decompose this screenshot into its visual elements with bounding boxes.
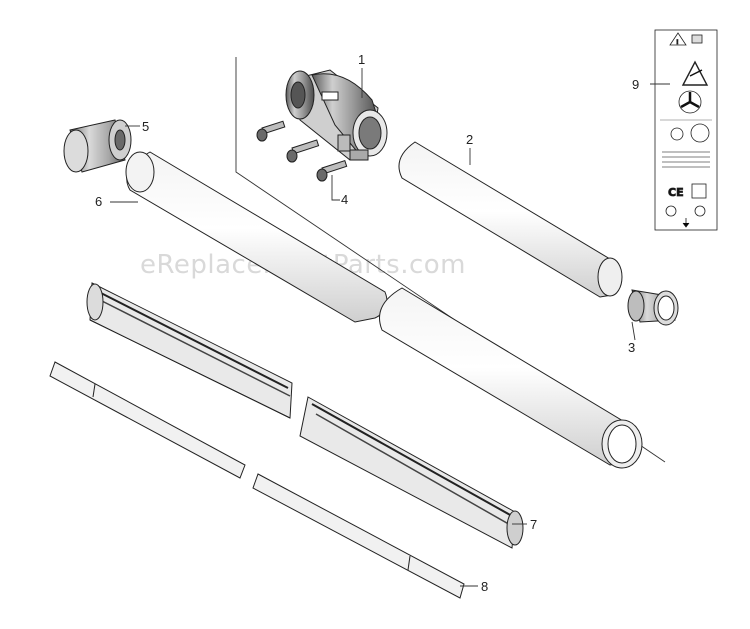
arrow-down-icon [682, 218, 690, 228]
screw-3 [316, 159, 348, 182]
callout-7: 7 [530, 517, 537, 532]
operator-hazard-icon [670, 123, 710, 143]
callout-4: 4 [341, 192, 348, 207]
clamp-housing-part [285, 69, 388, 161]
bushing-part-3 [627, 289, 679, 326]
callout-2: 2 [466, 132, 473, 147]
warning-triangle-icon: ! [669, 32, 687, 46]
callout-6: 6 [95, 194, 102, 209]
callout-8: 8 [481, 579, 488, 594]
channel-liner-part-7-a [86, 282, 293, 419]
callout-9: 9 [632, 77, 639, 92]
sound-level-icon [691, 183, 707, 199]
screw-set-part [256, 120, 348, 182]
tube-part-6-lower [379, 287, 643, 469]
text-block-lines [662, 151, 710, 168]
channel-liner-part-7-b [299, 396, 524, 549]
ce-mark-icon: CE [668, 186, 684, 200]
recycle-icon [665, 205, 706, 217]
leader-lines [110, 68, 670, 587]
callout-3: 3 [628, 340, 635, 355]
rotor-hazard-icon [678, 90, 702, 114]
screw-2 [286, 139, 320, 163]
safety-label-part-9: ! CE [654, 29, 718, 231]
tube-part-6 [125, 151, 388, 323]
svg-text:CE: CE [668, 186, 684, 199]
callout-1: 1 [358, 52, 365, 67]
bushing-part-5 [63, 119, 132, 173]
callout-5: 5 [142, 119, 149, 134]
drive-shaft-part-8 [49, 361, 465, 599]
large-hazard-triangle-icon [681, 60, 709, 86]
svg-text:!: ! [676, 39, 679, 46]
manual-book-icon [691, 34, 703, 44]
screw-1 [256, 120, 286, 142]
tube-part-2 [398, 141, 623, 298]
